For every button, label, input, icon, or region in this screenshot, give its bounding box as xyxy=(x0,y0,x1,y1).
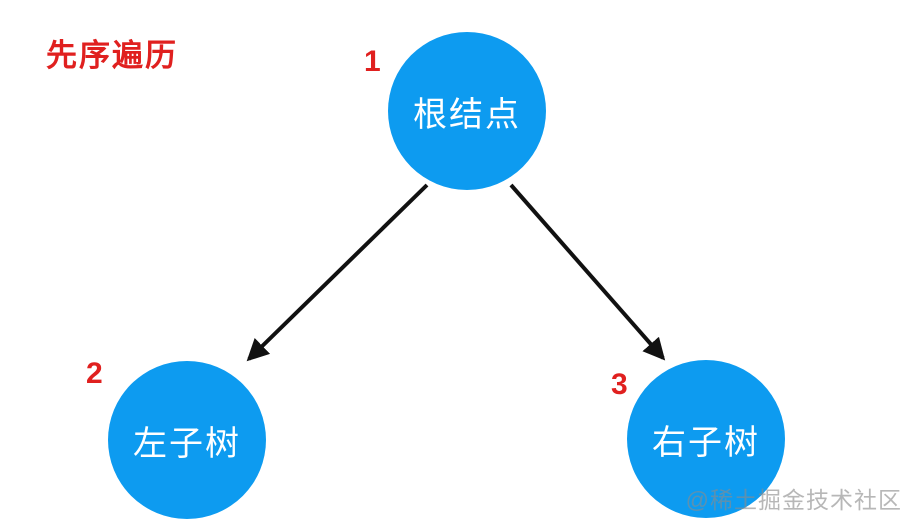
node-root: 根结点 xyxy=(388,32,546,190)
watermark: @稀土掘金技术社区 xyxy=(685,487,902,513)
diagram-title: 先序遍历 xyxy=(46,38,178,73)
traversal-order-root: 1 xyxy=(364,45,381,78)
node-root-label: 根结点 xyxy=(413,95,521,134)
node-left-subtree: 左子树 xyxy=(108,361,266,519)
edge-root-to-right xyxy=(509,183,666,361)
node-right-subtree: 右子树 xyxy=(627,360,785,518)
traversal-order-left-subtree: 2 xyxy=(86,357,103,390)
edge-root-to-left xyxy=(246,183,429,362)
traversal-order-right-subtree: 3 xyxy=(611,368,628,401)
node-right-subtree-label: 右子树 xyxy=(652,423,760,462)
node-left-subtree-label: 左子树 xyxy=(133,424,241,463)
